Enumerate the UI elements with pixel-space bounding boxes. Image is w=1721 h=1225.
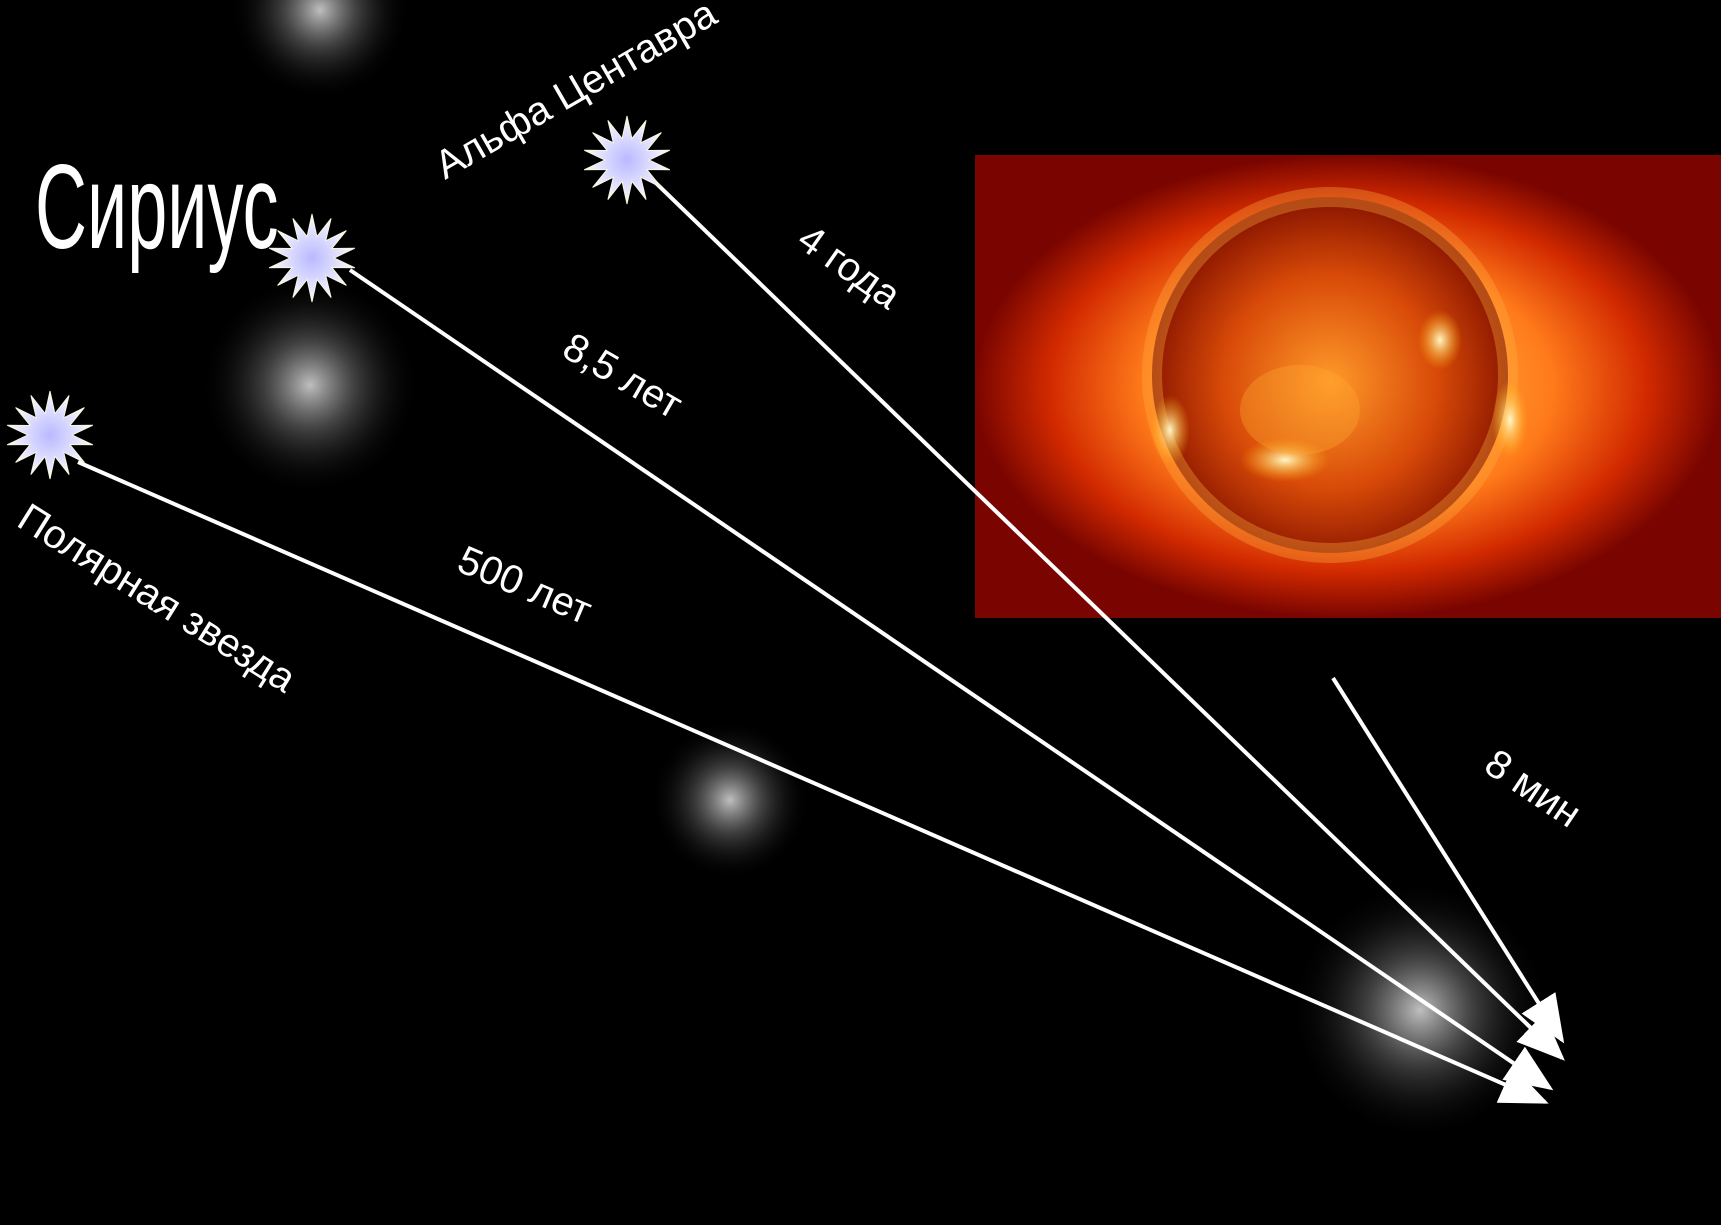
polaris-distance: 500 лет	[451, 538, 597, 633]
sirius-distance: 8,5 лет	[556, 325, 690, 428]
polaris-star	[6, 390, 94, 480]
sirius-title: Сириус	[35, 139, 279, 274]
arrows	[77, 156, 1565, 1104]
sun-image	[975, 155, 1721, 618]
sirius-star	[268, 213, 356, 303]
sun-arrow	[1331, 676, 1565, 1044]
alpha-centauri-label: Альфа Центавра	[428, 0, 725, 188]
polaris-arrow	[77, 460, 1549, 1104]
sirius-arrow	[348, 268, 1554, 1091]
polaris-label: Полярная звезда	[10, 495, 304, 701]
sun-distance: 8 мин	[1477, 741, 1589, 836]
stars	[6, 115, 671, 480]
alpha-centauri-distance: 4 года	[790, 216, 909, 318]
alpha-centauri-star	[583, 115, 671, 205]
alpha-centauri-arrow	[628, 156, 1565, 1061]
